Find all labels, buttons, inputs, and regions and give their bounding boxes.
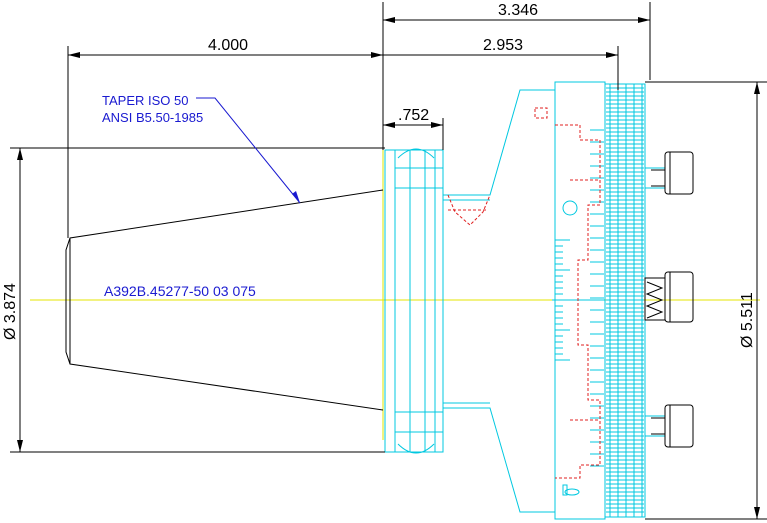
- part-number: A392B.45277-50 03 075: [104, 283, 256, 299]
- taper-note-line1: TAPER ISO 50: [102, 93, 188, 108]
- dim-0-752: .752: [398, 107, 429, 124]
- scale-ticks: [555, 129, 604, 467]
- slot-bottom: [564, 488, 580, 496]
- taper-outline: [65, 189, 384, 411]
- dim-dia-3-874: Ø 3.874: [2, 283, 19, 340]
- pin-hole-top: [562, 200, 578, 216]
- flange-body: [384, 81, 646, 520]
- knurl-hatching: [606, 84, 644, 517]
- screw-middle: [644, 271, 694, 323]
- dim-4-000: 4.000: [208, 37, 248, 54]
- taper-note-line2: ANSI B5.50-1985: [102, 110, 203, 125]
- screw-top: [644, 151, 694, 195]
- screw-bottom: [644, 404, 694, 448]
- dim-2-953: 2.953: [483, 37, 523, 54]
- hidden-lines: [447, 107, 601, 479]
- dim-dia-5-511: Ø 5.511: [739, 292, 756, 348]
- dim-3-346: 3.346: [498, 2, 538, 19]
- taper-note-leader: [196, 97, 301, 204]
- dimension-lines: [10, 2, 767, 520]
